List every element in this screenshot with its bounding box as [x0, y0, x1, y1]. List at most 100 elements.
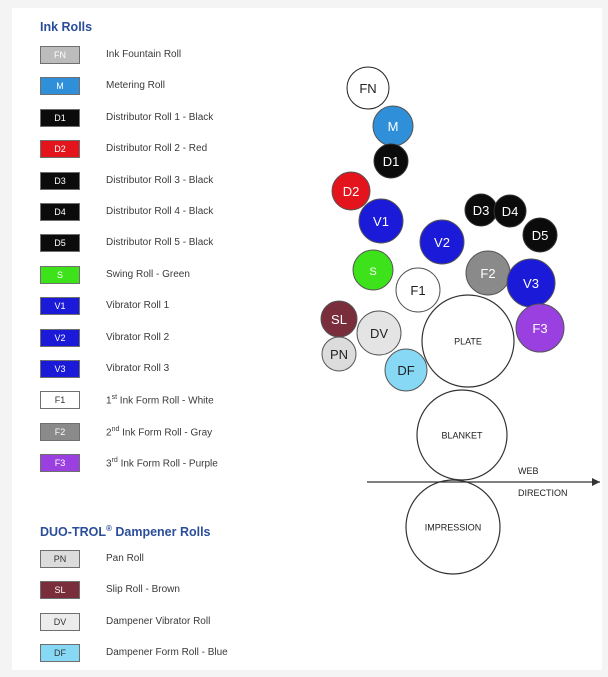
legend-row-pn: PN Pan Roll — [40, 548, 300, 570]
legend-swatch-v2: V2 — [40, 328, 80, 347]
legend-label-s: Swing Roll - Green — [106, 268, 190, 280]
legend-row-d2: D2 Distributor Roll 2 - Red — [40, 138, 300, 160]
legend-label-rest: Ink Form Roll - White — [117, 395, 214, 407]
roller-d1 — [373, 143, 409, 179]
roller-f3 — [515, 303, 565, 353]
roller-dv-label: DV — [370, 326, 388, 341]
roller-s — [352, 249, 394, 291]
legend-swatch-pn: PN — [40, 550, 80, 568]
legend-swatch-df: DF — [40, 644, 80, 663]
legend-label-d3: Distributor Roll 3 - Black — [106, 174, 214, 186]
legend-label-number: 1 — [106, 395, 112, 407]
impression-cylinder-label: IMPRESSION — [425, 523, 482, 533]
roller-df — [384, 348, 428, 392]
roller-f1 — [395, 267, 441, 313]
legend-label-f3: 3rd Ink Form Roll - Purple — [106, 457, 218, 469]
roller-d5-label: D5 — [532, 228, 549, 243]
legend-swatch-sl: SL — [40, 581, 80, 600]
roller-m-label: M — [388, 119, 399, 134]
legend-label-ordinal: rd — [111, 457, 118, 465]
legend-row-d1: D1 Distributor Roll 1 - Black — [40, 107, 300, 129]
roller-d2-label: D2 — [343, 184, 360, 199]
roller-d3-label: D3 — [473, 203, 490, 218]
dampener-title-suffix: Dampener Rolls — [111, 525, 211, 540]
dampener-title-text: DUO-TROL — [40, 525, 106, 540]
legend-row-sl: SL Slip Roll - Brown — [40, 579, 300, 601]
roller-dv — [356, 310, 402, 356]
legend-label-v1: Vibrator Roll 1 — [106, 300, 170, 312]
legend-label-dv: Dampener Vibrator Roll — [106, 615, 211, 627]
web-direction-arrowhead — [592, 478, 600, 486]
legend-row-fn: FN Ink Fountain Roll — [40, 44, 300, 66]
legend-label-f2: 2nd Ink Form Roll - Gray — [106, 426, 212, 438]
plate-cylinder-label: PLATE — [454, 337, 482, 347]
legend-label-ordinal: st — [111, 394, 118, 402]
blanket-cylinder-label: BLANKET — [441, 431, 483, 441]
registered-mark: ® — [105, 524, 112, 533]
plate-cylinder — [421, 294, 515, 388]
blanket-cylinder — [416, 389, 508, 481]
legend-label-sl: Slip Roll - Brown — [106, 584, 180, 596]
roller-d2 — [331, 171, 371, 211]
legend-swatch-d3: D3 — [40, 171, 80, 190]
legend-label-f1: 1st Ink Form Roll - White — [106, 394, 214, 406]
legend-label-v2: Vibrator Roll 2 — [106, 331, 170, 343]
legend-label-fn: Ink Fountain Roll — [106, 49, 182, 60]
roller-pn-label: PN — [330, 347, 348, 362]
legend-label-number: 2 — [106, 427, 112, 439]
legend-row-s: S Swing Roll - Green — [40, 264, 300, 286]
legend-swatch-s: S — [40, 265, 80, 284]
legend-label-d1: Distributor Roll 1 - Black — [106, 111, 214, 123]
legend-row-dv: DV Dampener Vibrator Roll — [40, 611, 300, 633]
roller-pn — [321, 336, 357, 372]
legend-swatch-fn: FN — [40, 46, 80, 64]
impression-cylinder — [405, 479, 501, 575]
legend-swatch-dv: DV — [40, 612, 80, 631]
legend-label-d4: Distributor Roll 4 - Black — [106, 206, 214, 217]
roller-f2-label: F2 — [480, 266, 495, 281]
legend-row-d3: D3 Distributor Roll 3 - Black — [40, 170, 300, 192]
roller-v3-label: V3 — [523, 276, 539, 291]
legend-label-d5: Distributor Roll 5 - Black — [106, 237, 214, 249]
legend-row-f1: F1 1st Ink Form Roll - White — [40, 389, 300, 411]
legend-swatch-d2: D2 — [40, 140, 80, 159]
roller-v2-label: V2 — [434, 235, 450, 250]
legend-swatch-m: M — [40, 77, 80, 96]
legend-swatch-v3: V3 — [40, 360, 80, 378]
web-direction-indicator: WEB DIRECTION — [367, 466, 600, 498]
roller-fn — [346, 66, 390, 110]
web-direction-label-web: WEB — [518, 466, 539, 476]
roller-d4-label: D4 — [502, 204, 519, 219]
legend-swatch-f2: F2 — [40, 422, 80, 441]
roller-s-label: S — [369, 266, 376, 278]
legend-row-f2: F2 2nd Ink Form Roll - Gray — [40, 421, 300, 443]
legend-swatch-d1: D1 — [40, 108, 80, 127]
roller-v1 — [358, 198, 404, 244]
legend-label-number: 3 — [106, 458, 112, 470]
legend-label-m: Metering Roll — [106, 80, 165, 92]
ink-rolls-title: Ink Rolls — [40, 20, 93, 34]
roller-d4 — [493, 194, 527, 228]
roller-sl-label: SL — [331, 312, 347, 327]
roller-f1-label: F1 — [410, 283, 425, 298]
roller-v2 — [419, 219, 465, 265]
roller-f3-label: F3 — [532, 321, 547, 336]
legend-row-df: DF Dampener Form Roll - Blue — [40, 642, 300, 664]
legend-swatch-f1: F1 — [40, 391, 80, 410]
roller-df-label: DF — [397, 363, 414, 378]
legend-label-df: Dampener Form Roll - Blue — [106, 647, 228, 659]
web-direction-label-direction: DIRECTION — [518, 488, 568, 498]
legend-label-d2: Distributor Roll 2 - Red — [106, 143, 208, 155]
roller-d1-label: D1 — [383, 154, 400, 169]
roller-v1-label: V1 — [373, 214, 389, 229]
legend-label-pn: Pan Roll — [106, 553, 144, 564]
legend-row-v2: V2 Vibrator Roll 2 — [40, 327, 300, 349]
legend-label-ordinal: nd — [111, 425, 120, 433]
dampener-rolls-title: DUO-TROL® Dampener Rolls — [40, 524, 211, 539]
